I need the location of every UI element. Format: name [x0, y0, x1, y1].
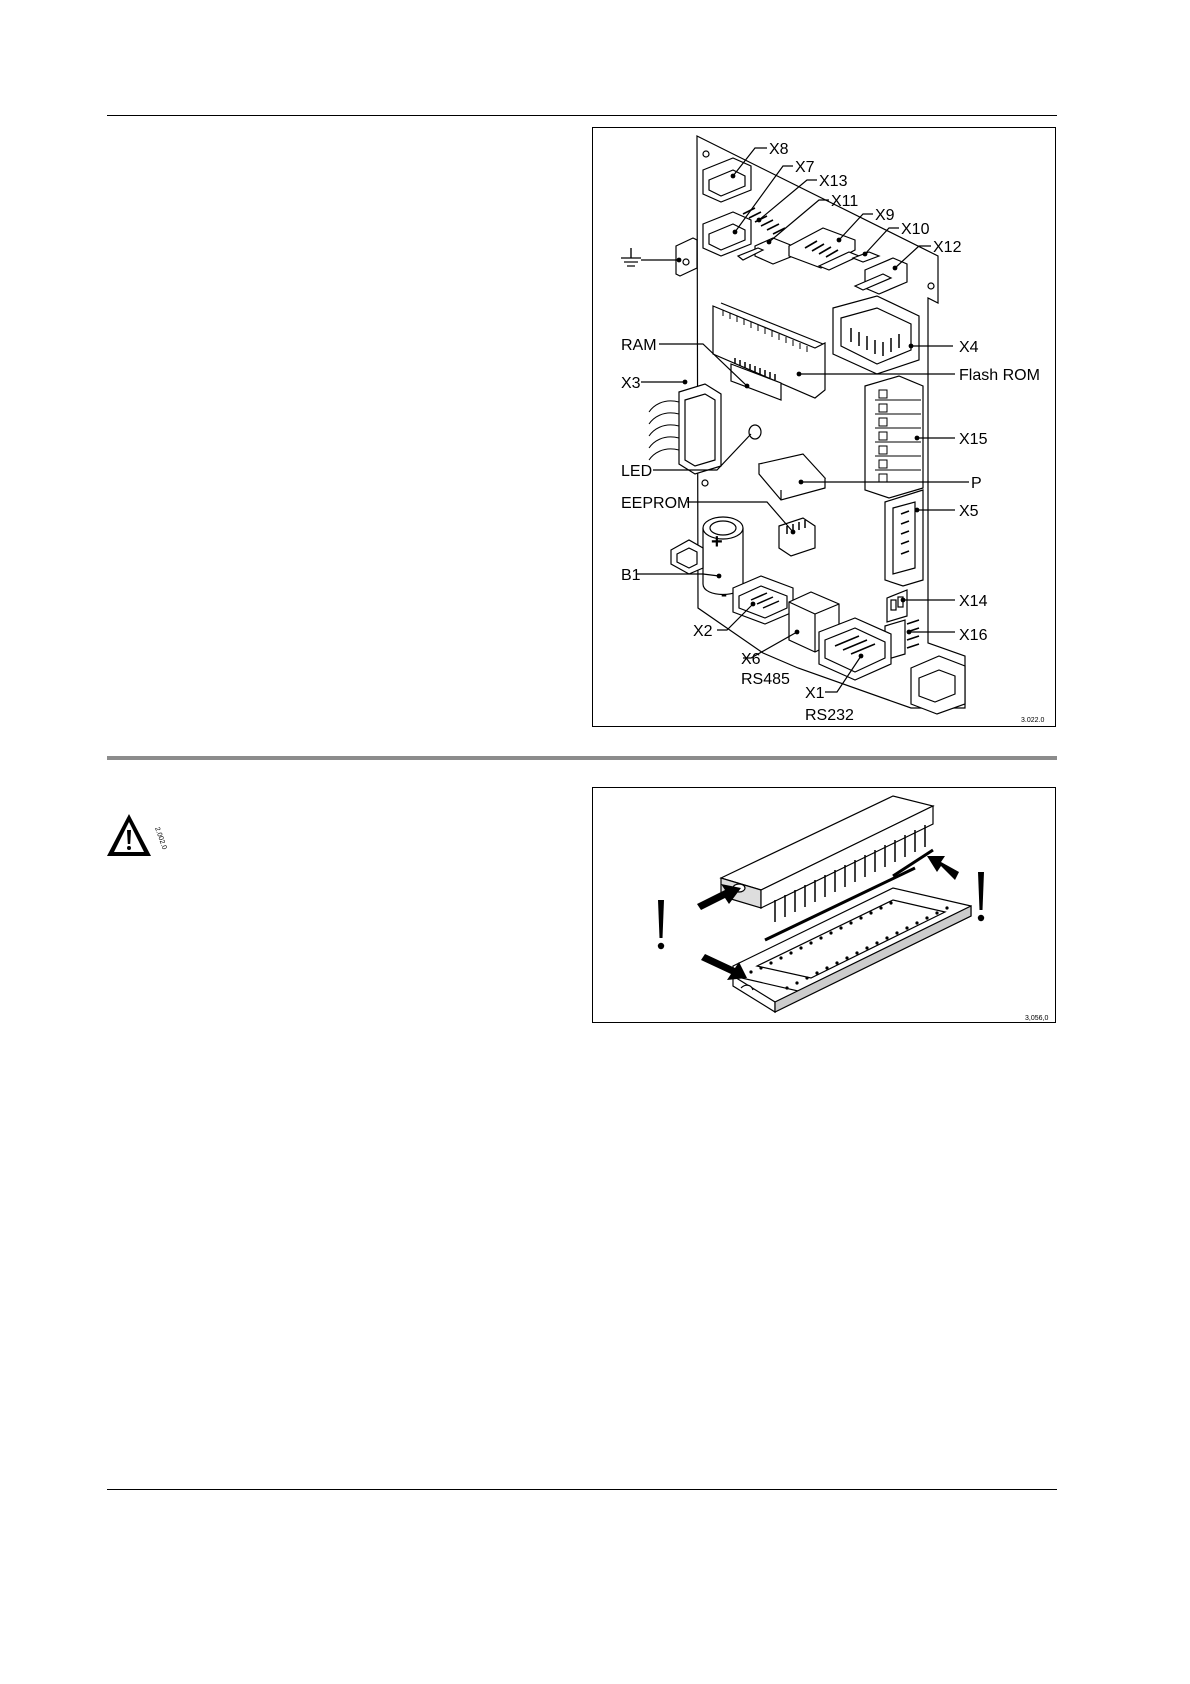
led-component: [749, 425, 761, 439]
label-x9: X9: [875, 207, 895, 224]
label-x8: X8: [769, 141, 789, 158]
arrow-icon: [927, 856, 959, 880]
label-x10: X10: [901, 221, 930, 238]
connector-x5: [885, 490, 923, 586]
connector-x3: [649, 384, 721, 474]
section-divider: [107, 756, 1057, 760]
label-x1: X1: [805, 685, 825, 702]
battery-plus-sign: +: [711, 531, 723, 553]
label-x5: X5: [959, 503, 979, 520]
eeprom-chip: [779, 518, 815, 556]
label-ram: RAM: [621, 337, 657, 354]
arrow-icon: [701, 954, 747, 980]
label-flash-rom: Flash ROM: [959, 367, 1040, 384]
label-x15: X15: [959, 431, 988, 448]
label-b1: B1: [621, 567, 641, 584]
battery-minus-sign: -: [721, 584, 727, 604]
exclamation-icon: [978, 872, 984, 910]
label-x3: X3: [621, 375, 641, 392]
label-rs232: RS232: [805, 707, 854, 724]
label-eeprom: EEPROM: [621, 495, 690, 512]
label-p: P: [971, 475, 982, 492]
chip-socket-diagram: 3,056,0: [593, 788, 1057, 1024]
connector-x15: [865, 376, 923, 498]
circuit-board-diagram: X8 X7 X13 X11 X9 X10 X12 X4 Flash ROM X1…: [593, 128, 1057, 728]
label-x2: X2: [693, 623, 713, 640]
ic-socket: [733, 888, 971, 1012]
label-x11: X11: [831, 193, 858, 210]
label-x13: X13: [819, 173, 848, 190]
chip-socket-figure: 3,056,0: [592, 787, 1056, 1023]
footer-rule: [107, 1489, 1057, 1490]
label-x14: X14: [959, 593, 988, 610]
battery-b1: [671, 517, 743, 595]
label-x6: X6: [741, 651, 761, 668]
ground-tab: [676, 238, 697, 276]
label-x16: X16: [959, 627, 988, 644]
circuit-board-figure: X8 X7 X13 X11 X9 X10 X12 X4 Flash ROM X1…: [592, 127, 1056, 727]
figure-code-chip: 3,056,0: [1025, 1015, 1048, 1022]
header-rule: [107, 115, 1057, 116]
warning-code: 2.002.0: [153, 826, 168, 850]
warning-triangle-icon: 2.002.0: [105, 812, 171, 860]
label-x4: X4: [959, 339, 979, 356]
label-x7: X7: [795, 159, 815, 176]
label-rs485: RS485: [741, 671, 790, 688]
label-x12: X12: [933, 239, 962, 256]
exclamation-icon: [658, 900, 664, 938]
figure-code-board: 3.022.0: [1021, 717, 1044, 724]
label-led: LED: [621, 463, 652, 480]
